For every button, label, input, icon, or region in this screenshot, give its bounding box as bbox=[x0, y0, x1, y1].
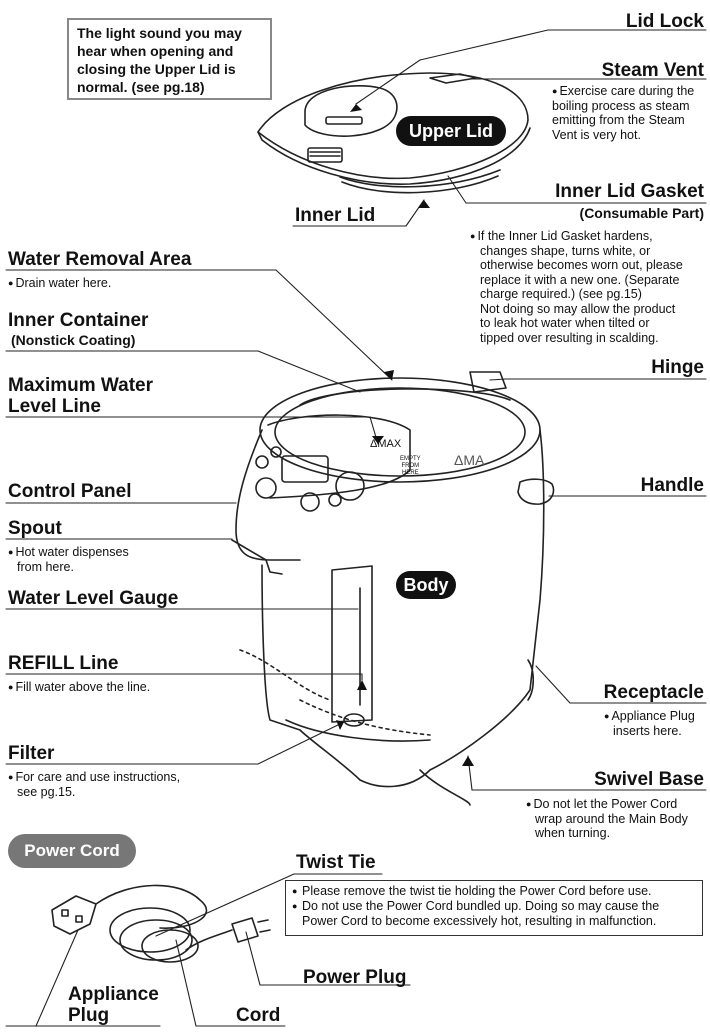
water-level-gauge-label: Water Level Gauge bbox=[8, 588, 179, 609]
leader-arrows bbox=[336, 104, 474, 766]
twist-tie-label: Twist Tie bbox=[296, 852, 376, 873]
max-marking: ΔMAX bbox=[370, 438, 402, 450]
spout-label: Spout bbox=[8, 518, 62, 539]
power-cord-section-title: Power Cord bbox=[8, 834, 136, 868]
empty-from-here-marking: EMPTY FROM HERE bbox=[400, 456, 421, 476]
inner-container-sub: (Nonstick Coating) bbox=[11, 332, 136, 348]
filter-note: For care and use instructions, see pg.15… bbox=[8, 770, 180, 799]
receptacle-note: Appliance Plug inserts here. bbox=[604, 709, 695, 738]
power-cord-drawing bbox=[51, 884, 271, 963]
max-water-level-label-2: Level Line bbox=[8, 396, 101, 417]
swivel-base-label: Swivel Base bbox=[594, 769, 704, 790]
max-marking-right: ΔMA bbox=[454, 452, 485, 468]
pot-drawing bbox=[231, 371, 555, 806]
appliance-plug-label-1: Appliance bbox=[68, 984, 159, 1005]
control-panel-label: Control Panel bbox=[8, 481, 132, 502]
inner-lid-label: Inner Lid bbox=[295, 205, 376, 226]
inner-container-label: Inner Container bbox=[8, 310, 149, 331]
appliance-plug-label-2: Plug bbox=[68, 1005, 110, 1026]
filter-label: Filter bbox=[8, 743, 55, 764]
upper-lid-drawing bbox=[257, 72, 531, 194]
swivel-base-note: Do not let the Power Cord wrap around th… bbox=[526, 797, 688, 841]
refill-line-label: REFILL Line bbox=[8, 653, 119, 674]
upper-lid-label: Upper Lid bbox=[396, 116, 506, 146]
body-label: Body bbox=[396, 571, 456, 599]
max-water-level-label-1: Maximum Water bbox=[8, 375, 153, 396]
water-removal-area-label: Water Removal Area bbox=[8, 249, 192, 270]
receptacle-label: Receptacle bbox=[603, 682, 704, 703]
spout-note: Hot water dispenses from here. bbox=[8, 545, 129, 574]
gasket-note: If the Inner Lid Gasket hardens, changes… bbox=[470, 229, 683, 345]
water-removal-note: Drain water here. bbox=[8, 276, 111, 291]
cord-label: Cord bbox=[236, 1005, 281, 1026]
power-cord-note-2: Do not use the Power Cord bundled up. Do… bbox=[292, 899, 696, 929]
hinge-label: Hinge bbox=[651, 357, 704, 378]
steam-vent-note: Exercise care during the boiling process… bbox=[552, 84, 694, 142]
power-plug-label: Power Plug bbox=[303, 967, 407, 988]
refill-note: Fill water above the line. bbox=[8, 680, 150, 695]
power-cord-notes-box: Please remove the twist tie holding the … bbox=[285, 880, 703, 936]
power-cord-note-1: Please remove the twist tie holding the … bbox=[292, 884, 696, 899]
upper-lid-sound-note: The light sound you may hear when openin… bbox=[67, 18, 272, 100]
inner-lid-gasket-label: Inner Lid Gasket bbox=[555, 181, 704, 202]
leader-lines bbox=[5, 29, 707, 1027]
inner-lid-gasket-sub: (Consumable Part) bbox=[579, 205, 704, 221]
steam-vent-label: Steam Vent bbox=[601, 60, 704, 81]
handle-label: Handle bbox=[640, 475, 704, 496]
lid-lock-label: Lid Lock bbox=[625, 11, 704, 32]
